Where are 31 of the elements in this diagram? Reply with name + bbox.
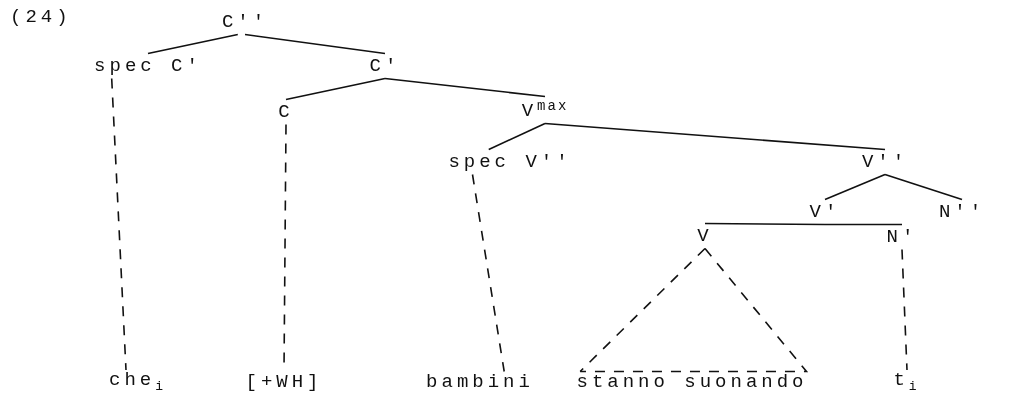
branch-line: [487, 122, 546, 151]
tree-node-label: V$^{max}$: [520, 96, 570, 124]
tree-node-label: C': [368, 53, 402, 79]
tree-node-label: spec C': [93, 53, 203, 79]
dashed-line: [110, 77, 127, 371]
tree-node-label: C'': [220, 9, 270, 35]
tree-node-label: spec V'': [447, 149, 573, 175]
example-number: (24): [10, 6, 72, 28]
branch-line: [704, 222, 826, 226]
tree-node-label: t$_{i}$: [892, 367, 922, 397]
dashed-line: [471, 173, 505, 373]
branch-line: [544, 122, 886, 151]
tree-node-label: stanno suonando: [575, 369, 809, 395]
tree-node-label: V: [696, 223, 714, 249]
tree-node-label: N': [885, 224, 919, 250]
dashed-line: [901, 248, 908, 371]
tree-node-label: V': [808, 199, 842, 225]
tree-node-label: N'': [937, 199, 987, 225]
tree-node-label: bambini: [425, 369, 535, 395]
branch-line: [884, 173, 963, 201]
tree-node-label: C: [277, 99, 295, 125]
tree-node-label: V'': [860, 149, 910, 175]
branch-line: [824, 173, 886, 201]
tree-node-label: [+WH]: [244, 369, 324, 395]
branch-line: [384, 77, 546, 98]
dashed-line: [579, 247, 706, 373]
branch-line: [147, 33, 239, 55]
tree-node-label: che$_{i}$: [108, 367, 168, 397]
branch-line: [824, 223, 903, 226]
branch-line: [244, 33, 386, 55]
branch-line: [285, 77, 386, 101]
